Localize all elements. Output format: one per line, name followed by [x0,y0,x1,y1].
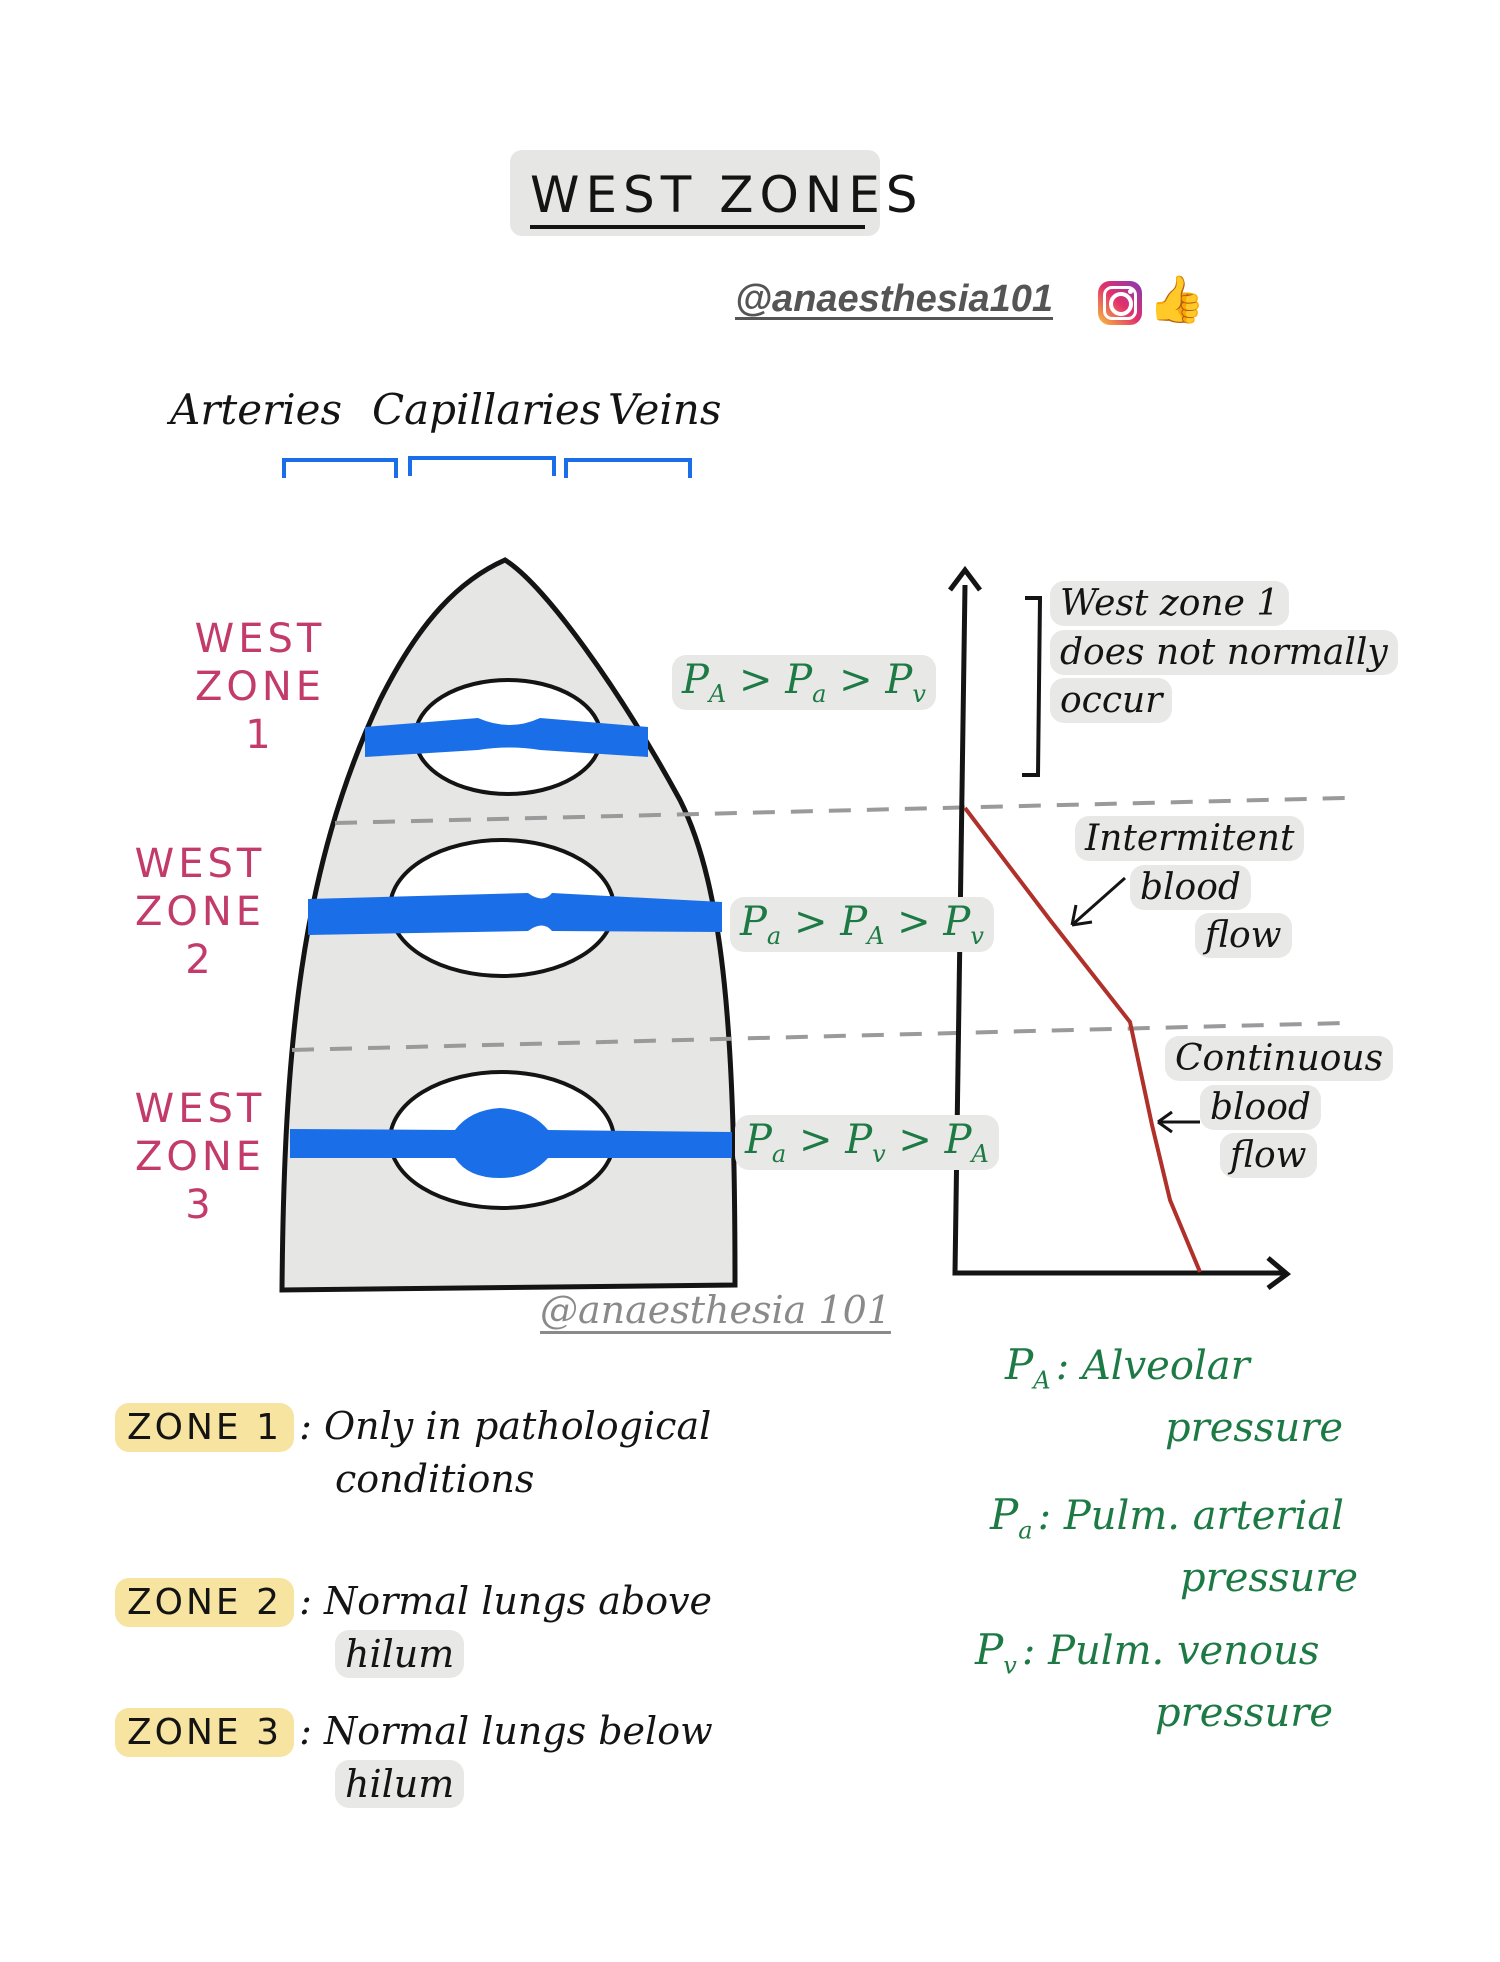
label-veins: Veins [608,385,722,434]
legend-arterial-line1: Pulm. arterial [1063,1493,1344,1539]
blood-flow-curve [963,806,1202,1273]
zone-label-2-line1: WEST [134,841,266,887]
legend-item-alveolar: PA : Alveolar pressure [1005,1335,1385,1459]
zone-key-2-desc-line1: Normal lungs above [324,1579,713,1623]
instagram-handle[interactable]: @anaesthesia101 [735,278,1054,320]
zone-label-1-line1: WEST ZONE [194,616,326,710]
thumbs-up-icon: 👍 [1148,272,1206,326]
zone-label-1: WEST ZONE 1 [140,615,380,759]
note-zone2: Intermitent blood flow [1075,815,1305,961]
zone-divider-2 [291,1021,1346,1052]
zone-key-1-desc-line1: Only in pathological [324,1404,712,1448]
zone-label-3-line2: ZONE [134,1134,266,1180]
legend-alveolar-line2: pressure [1165,1405,1344,1451]
zone-key-3: ZONE 3 : Normal lungs below hilum [115,1705,835,1811]
note-zone2-line1: Intermitent [1075,816,1305,861]
legend-alveolar-line1: Alveolar [1081,1343,1250,1389]
vessel-zone3 [290,1108,732,1178]
note-zone2-line3: flow [1195,913,1292,959]
y-axis [952,584,1283,1276]
vessel-brackets [282,456,692,478]
legend-arterial-line2: pressure [1180,1555,1359,1601]
zone-key-3-badge: ZONE 3 [115,1708,295,1757]
watermark-handle: @anaesthesia 101 [540,1288,891,1332]
zone-key-3-desc-line1: Normal lungs below [324,1709,713,1753]
zone-label-3-line1: WEST [134,1086,266,1132]
instagram-icon [1098,281,1142,325]
zone-key-2: ZONE 2 : Normal lungs above hilum [115,1575,835,1681]
zone-label-1-line2: 1 [245,712,275,758]
label-arteries: Arteries [170,385,343,434]
pressure-relation-zone3: Pa > Pv > PA [735,1115,999,1170]
zone-key-2-badge: ZONE 2 [115,1578,295,1627]
note-zone3-line3: flow [1220,1133,1317,1179]
pressure-relation-zone2: Pa > PA > Pv [730,897,994,952]
zone-key-2-desc-line2: hilum [335,1630,465,1679]
note-zone3-line2: blood [1200,1084,1321,1130]
legend-item-arterial: Pa : Pulm. arterial pressure [990,1485,1390,1609]
note-zone1-line1: West zone 1 [1050,581,1290,626]
title-underline [530,225,865,229]
zone-label-2-line3: 2 [185,937,215,983]
zone-label-2: WEST ZONE 2 [120,840,280,984]
zone-label-3: WEST ZONE 3 [120,1085,280,1229]
note-zone1-line2: does not normally [1050,629,1398,675]
legend-venous-line1: Pulm. venous [1048,1628,1320,1674]
zone-key-1: ZONE 1 : Only in pathological conditions [115,1400,835,1506]
note-zone1: West zone 1 does not normally occur [1050,580,1398,726]
x-axis-arrow [1266,1256,1292,1291]
note-zone1-line3: occur [1050,678,1173,724]
zone-key-1-badge: ZONE 1 [115,1403,295,1452]
zone-label-3-line3: 3 [185,1182,215,1228]
note-zone2-line2: blood [1130,864,1251,910]
arrow-intermittent [1070,876,1126,927]
note-zone3-line1: Continuous [1165,1036,1394,1081]
legend-item-venous: Pv : Pulm. venous pressure [975,1620,1395,1744]
vessel-zone1 [365,718,648,757]
note-zone3: Continuous blood flow [1165,1035,1394,1181]
bracket-arteries [282,458,398,478]
bracket-veins [564,458,692,478]
zone-divider-1 [334,796,1346,825]
zone-key-1-desc-line2: conditions [335,1457,535,1502]
vessel-zone2 [308,893,722,935]
legend-venous-line2: pressure [1155,1690,1334,1736]
zone-key-3-desc-line2: hilum [335,1760,465,1809]
title-highlight [510,150,880,236]
page-title: WEST ZONES [530,166,924,224]
arrow-continuous [1157,1110,1200,1134]
zone1-graph-bracket [1022,596,1043,777]
y-axis-arrow [948,565,982,592]
graph-axes [948,565,1292,1291]
label-capillaries: Capillaries [372,385,602,434]
bracket-capillaries [408,456,556,476]
zone-label-2-line2: ZONE [134,889,266,935]
pressure-relation-zone1: PA > Pa > Pv [672,655,936,710]
